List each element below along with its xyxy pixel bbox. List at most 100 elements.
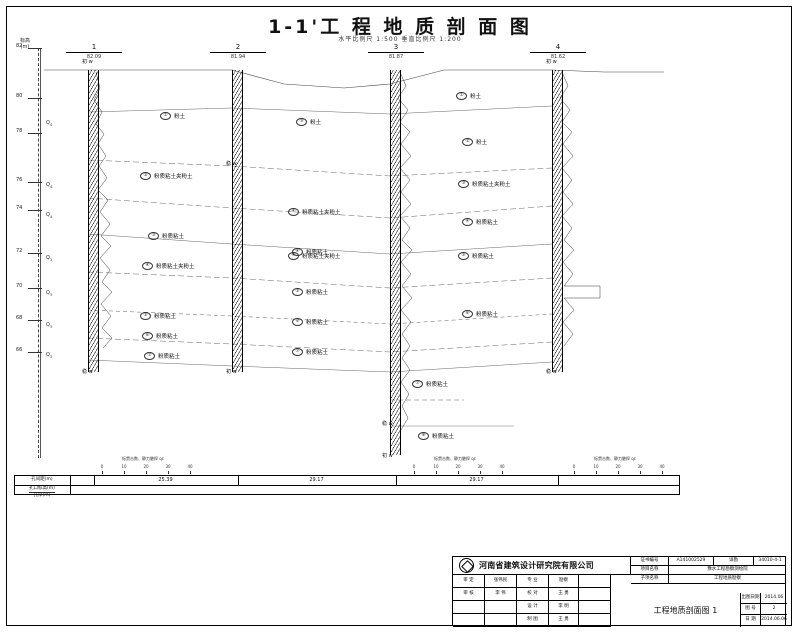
elevation-tick-label: 70 xyxy=(16,283,23,289)
signature-cell xyxy=(485,601,517,614)
signature-cell xyxy=(579,588,611,601)
layer-number: ④ xyxy=(462,218,473,226)
layer-number: ④ xyxy=(288,208,299,216)
signature-cell xyxy=(579,575,611,588)
layer-number: ④ xyxy=(288,252,299,260)
issue-info-value: 2014.06.06 xyxy=(761,615,787,626)
distance-span-value: 29.17 xyxy=(469,477,484,483)
company-name: 河南省建筑设计研究院有限公司 xyxy=(479,561,594,570)
water-level-label: 初 w xyxy=(226,369,237,375)
layer-name: 粉土 xyxy=(470,94,482,100)
spt-ruler-tick-label: 0 xyxy=(412,464,416,469)
layer-number: ⑦ xyxy=(412,380,423,388)
layer-number: ⑧ xyxy=(418,432,429,440)
subitem-value: 工程地质勘察 xyxy=(669,575,786,584)
layer-number: ⑥ xyxy=(142,332,153,340)
layer-name: 粉质粘土 xyxy=(472,254,495,260)
spt-ruler-tick-label: 10 xyxy=(121,464,127,469)
spt-ruler-caption-3: 标贯击数、静力触探 qc xyxy=(593,456,636,461)
layer-number: ⑥ xyxy=(462,310,473,318)
signature-cell: 审 定 xyxy=(453,575,485,588)
elevation-tick-label: 82 xyxy=(16,43,23,49)
elevation-tick-label: 68 xyxy=(16,315,23,321)
distance-span-divider xyxy=(395,475,397,485)
drawing-border xyxy=(6,6,792,626)
stratum-code: Q4 xyxy=(46,182,53,189)
borehole-column-3 xyxy=(390,70,401,455)
layer-number: ② xyxy=(140,172,151,180)
issue-info-value: 2014.06 xyxy=(761,593,787,604)
spt-ruler-tick-label: 10 xyxy=(593,464,599,469)
distance-row-label: 孔间距(m) xyxy=(31,477,53,482)
layer-name: 粉土 xyxy=(174,114,186,120)
elevation-tick xyxy=(28,210,42,211)
distance-span-value: 29.17 xyxy=(309,477,324,483)
spt-ruler-tick xyxy=(190,471,191,474)
layer-name: 粉质粘土 xyxy=(154,314,177,320)
layer-name: 粉质粘土 xyxy=(306,350,329,356)
layer-number: ⑤ xyxy=(140,312,151,320)
drawing-name: 工程地质剖面图 1 xyxy=(631,593,741,627)
borehole-elevation: 82.09 xyxy=(86,54,102,60)
spt-ruler-tick xyxy=(640,471,641,474)
signature-cell: 张伟民 xyxy=(485,575,517,588)
signature-cell: 专 业 xyxy=(517,575,549,588)
spt-ruler-tick-label: 20 xyxy=(143,464,149,469)
layer-name: 粉质粘土 xyxy=(162,234,185,240)
elevation-tick xyxy=(28,288,42,289)
layer-number: ⑦ xyxy=(292,348,303,356)
project-label: 项目名称 xyxy=(631,566,669,575)
elevation-tick-label: 72 xyxy=(16,248,23,254)
borehole-id: 2 xyxy=(235,43,241,51)
layer-name: 粉质粘土夹粉土 xyxy=(156,264,195,270)
layer-number: ④ xyxy=(142,262,153,270)
distance-span-value: 25.39 xyxy=(158,477,173,483)
layer-name: 粉质粘土夹粉土 xyxy=(302,254,341,260)
signature-cell xyxy=(579,601,611,614)
water-level-label: 初 w xyxy=(546,59,557,65)
spt-ruler-tick xyxy=(596,471,597,474)
elevation-tick xyxy=(28,98,42,99)
signature-cell xyxy=(453,614,485,627)
spt-ruler-tick xyxy=(124,471,125,474)
water-level-label: 稳 w xyxy=(82,369,93,375)
issue-info-value: 2 xyxy=(761,604,787,615)
borehole-id: 1 xyxy=(91,43,97,51)
sheet-no-value: 34010-4-1 xyxy=(754,557,786,566)
layer-name: 粉质粘土夹粉土 xyxy=(302,210,341,216)
borehole-head-rule xyxy=(530,52,586,53)
spt-ruler-caption-2: 标贯击数、静力触探 qc xyxy=(433,456,476,461)
spt-ruler-tick xyxy=(436,471,437,474)
layer-name: 粉质粘土 xyxy=(306,250,329,256)
distance-row-label-2: 孔口标高(m)孔深(m) xyxy=(29,486,55,498)
stratum-code: Q4 xyxy=(46,212,53,219)
borehole-elevation: 81.87 xyxy=(388,54,404,60)
layer-number: ① xyxy=(160,112,171,120)
borehole-head-rule xyxy=(368,52,424,53)
elevation-tick xyxy=(28,133,42,134)
stratum-code: Q3 xyxy=(46,255,53,262)
section-geometry xyxy=(44,69,664,431)
spt-ruler-tick-label: 30 xyxy=(165,464,171,469)
layer-number: ⑥ xyxy=(292,318,303,326)
drawing-title: 1-1'工 程 地 质 剖 面 图 xyxy=(268,16,532,38)
borehole-head-rule xyxy=(210,52,266,53)
layer-number: ⑤ xyxy=(458,252,469,260)
spt-ruler-tick-label: 40 xyxy=(499,464,505,469)
signature-cell: 勘察 xyxy=(549,575,579,588)
elevation-tick xyxy=(28,253,42,254)
elevation-tick-label: 78 xyxy=(16,128,23,134)
layer-number: ③ xyxy=(458,180,469,188)
